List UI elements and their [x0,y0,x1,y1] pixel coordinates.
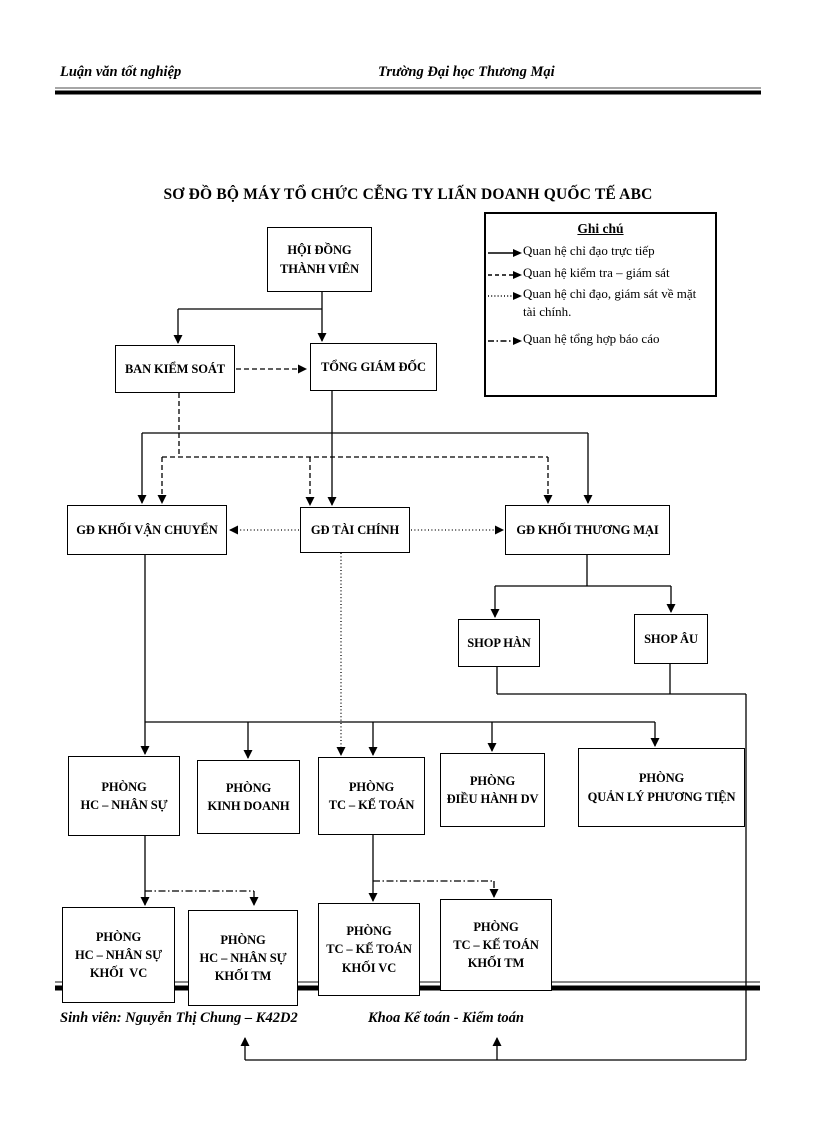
footer-left-text: Sinh viên: Nguyễn Thị Chung – K42D2 [60,1010,298,1026]
legend-arrow-dashed-icon [488,270,522,279]
finedot-connectors [229,525,504,756]
node-shop-au: SHOP ÂU [634,614,708,664]
header-left-text: Luận văn tốt nghiệp [60,64,182,80]
dashed-connectors [157,364,553,506]
node-phong-tc-ke-toan-khoi-tm: PHÒNG TC – KẾ TOÁN KHỐI TM [440,899,552,991]
legend-item-label: Quan hệ chỉ đạo, giám sát về mặt tài chí… [523,286,697,319]
node-phong-dieu-hanh-dv: PHÒNG ĐIỀU HÀNH DV [440,753,545,827]
node-phong-hc-nhan-su: PHÒNG HC – NHÂN SỰ [68,756,180,836]
node-phong-quan-ly-phuong-tien: PHÒNG QUẢN LÝ PHƯƠNG TIỆN [578,748,745,827]
legend-item-label: Quan hệ tổng hợp báo cáo [523,331,660,347]
node-phong-hc-nhan-su-khoi-vc: PHÒNG HC – NHÂN SỰ KHỐI VC [62,907,175,1003]
legend-item-label: Quan hệ chỉ đạo trực tiếp [523,243,655,258]
dashdot-connectors [145,880,499,906]
footer-right-text: Khoa Kế toán - Kiểm toán [368,1010,524,1026]
legend-item-supervise: Quan hệ kiểm tra – giám sát [486,264,715,282]
node-gd-khoi-van-chuyen: GĐ KHỐI VẬN CHUYỂN [67,505,227,555]
legend-item-report: Quan hệ tổng hợp báo cáo [486,330,715,348]
legend-items: Quan hệ chỉ đạo trực tiếp Quan hệ kiểm t… [486,242,715,348]
node-phong-tc-ke-toan-khoi-vc: PHÒNG TC – KẾ TOÁN KHỐI VC [318,903,420,996]
node-tong-giam-doc: TỔNG GIÁM ĐỐC [310,343,437,391]
header-right-text: Trường Đại học Thương Mại [378,64,555,80]
node-ban-kiem-soat: BAN KIỂM SOÁT [115,345,235,393]
node-gd-khoi-thuong-mai: GĐ KHỐI THƯƠNG MẠI [505,505,670,555]
legend-item-finance: Quan hệ chỉ đạo, giám sát về mặt tài chí… [486,285,715,320]
legend-arrow-dashdot-icon [488,337,522,346]
legend-box: Ghi chú Quan hệ chỉ đạo trực tiếp Quan h… [484,212,717,397]
node-shop-han: SHOP HÀN [458,619,540,667]
legend-item-direct: Quan hệ chỉ đạo trực tiếp [486,242,715,260]
node-phong-kinh-doanh: PHÒNG KINH DOANH [197,760,300,834]
node-gd-tai-chinh: GĐ TÀI CHÍNH [300,507,410,553]
solid-connectors [137,291,747,1061]
node-phong-hc-nhan-su-khoi-tm: PHÒNG HC – NHÂN SỰ KHỐI TM [188,910,298,1006]
legend-title: Ghi chú [577,221,624,236]
node-phong-tc-ke-toan: PHÒNG TC – KẾ TOÁN [318,757,425,835]
legend-arrow-solid-icon [488,249,522,257]
node-hoi-dong-thanh-vien: HỘI ĐỒNG THÀNH VIÊN [267,227,372,292]
legend-item-label: Quan hệ kiểm tra – giám sát [523,264,670,280]
diagram-title: SƠ ĐỒ BỘ MÁY TỔ CHỨC CỄNG TY LIẤN DOANH … [163,186,653,203]
legend-arrow-dotted-icon [488,292,522,301]
